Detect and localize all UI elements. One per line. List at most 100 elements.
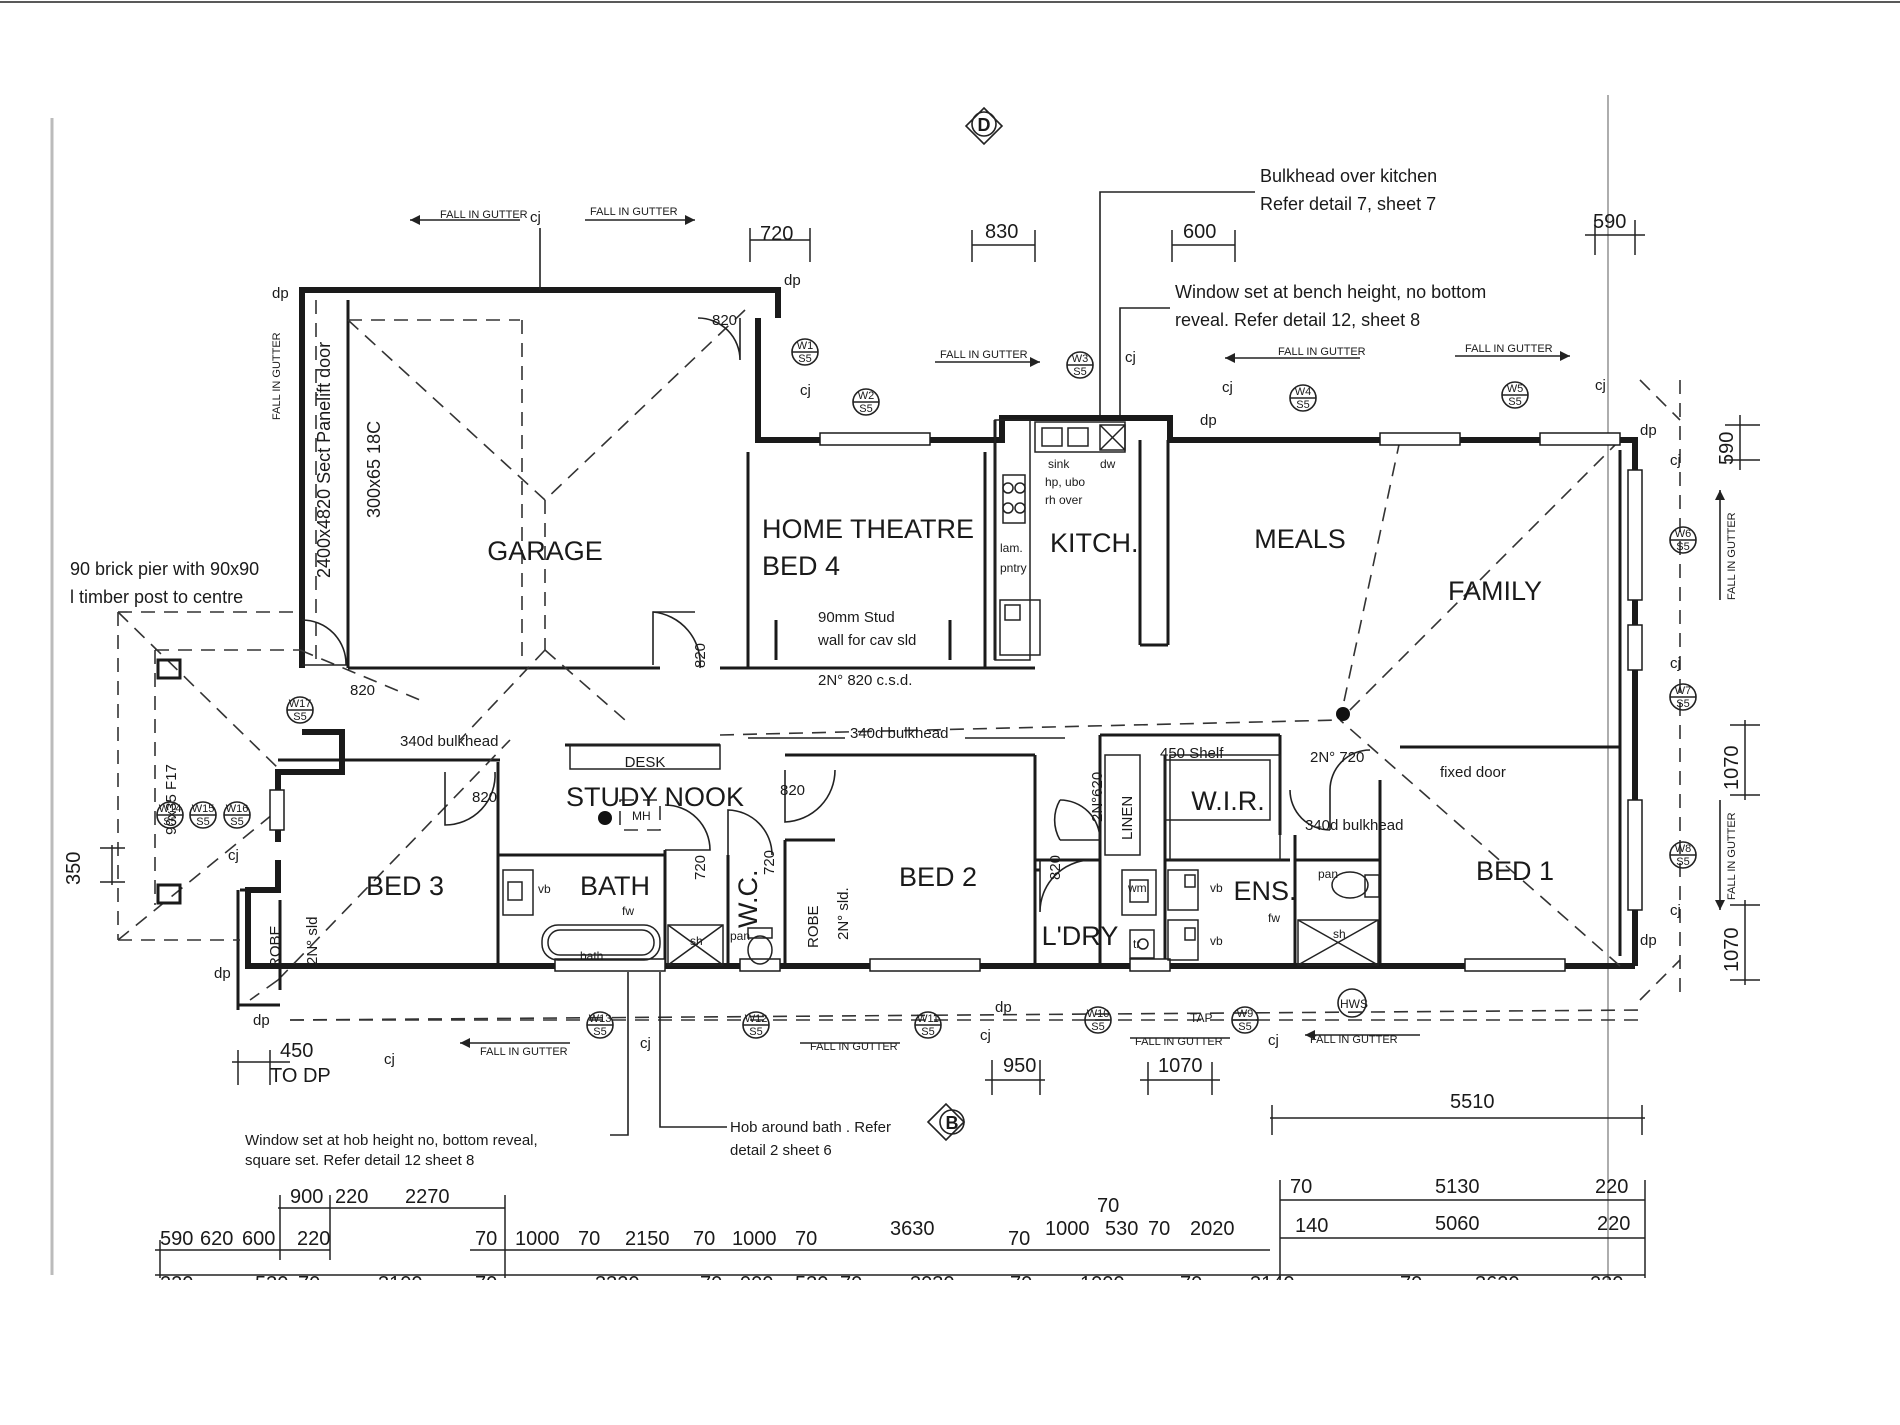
dim-row2b-9: 1000	[1045, 1218, 1090, 1240]
svg-text:W12: W12	[745, 1013, 768, 1025]
note-sld-mid: 2N° sld.	[835, 887, 852, 940]
label-desk: DESK	[625, 754, 666, 771]
svg-text:S5: S5	[230, 816, 243, 828]
dim-row2b-2: 70	[578, 1228, 600, 1250]
svg-text:cj: cj	[1670, 655, 1681, 672]
wall-windows	[269, 432, 1643, 972]
dimensions-right: 590 1070 1070	[1716, 415, 1760, 985]
dim-row2a-620: 620	[200, 1228, 233, 1250]
section-marker-d: D	[964, 106, 1004, 146]
bulkhead-marker	[1336, 707, 1350, 721]
dim-row2c-5130: 5130	[1435, 1176, 1480, 1198]
room-kitchen: KITCH.	[1050, 528, 1139, 558]
room-garage: GARAGE	[487, 536, 603, 566]
door-820-entry: 820	[350, 682, 375, 699]
note-tap: TAP	[1190, 1011, 1212, 1025]
svg-text:W15: W15	[192, 803, 215, 815]
dim-bottom-950: 950	[1003, 1055, 1036, 1077]
note-window-hob-1: Window set at hob height no, bottom reve…	[245, 1132, 538, 1149]
svg-text:B: B	[946, 1113, 959, 1133]
dimensions-top: 720 830 600 590	[749, 211, 1645, 262]
svg-text:S5: S5	[798, 353, 811, 365]
svg-text:W7: W7	[1675, 685, 1692, 697]
dim-row2b-5: 1000	[732, 1228, 777, 1250]
dim-top-590: 590	[1593, 211, 1626, 233]
svg-text:dp: dp	[253, 1012, 270, 1029]
gutter-label-7: FALL IN GUTTER	[1726, 512, 1738, 600]
note-fw-bath: fw	[622, 904, 634, 918]
room-meals: MEALS	[1254, 524, 1346, 554]
note-bulkhead-kitchen-2: Refer detail 7, sheet 7	[1260, 194, 1436, 214]
gutter-label-4: FALL IN GUTTER	[1278, 346, 1366, 358]
note-hws: HWS	[1340, 997, 1368, 1011]
gutter-label-11: FALL IN GUTTER	[1135, 1036, 1223, 1048]
svg-text:dp: dp	[784, 272, 801, 289]
dim-row2c-70: 70	[1290, 1176, 1312, 1198]
dim-row2a-220: 220	[297, 1228, 330, 1250]
svg-text:cj: cj	[1222, 379, 1233, 396]
note-sh-ens: sh	[1333, 927, 1346, 941]
label-robe-mid: ROBE	[805, 905, 822, 948]
gutter-label-5: FALL IN GUTTER	[1465, 343, 1553, 355]
bath-fixtures	[502, 869, 1380, 966]
note-stud-wall-1: 90mm Stud	[818, 609, 895, 626]
svg-text:cj: cj	[1125, 349, 1136, 366]
svg-text:dp: dp	[1640, 932, 1657, 949]
dimensions-bottom: 450 950 1070 5510 900 220 2270 590 620 6…	[0, 1040, 1900, 1425]
svg-text:W16: W16	[226, 803, 249, 815]
door-820-garage: 820	[712, 312, 737, 329]
svg-text:D: D	[978, 115, 991, 135]
dim-right-1070-b: 1070	[1721, 928, 1743, 973]
svg-text:cj: cj	[228, 847, 239, 864]
svg-text:W9: W9	[1237, 1008, 1254, 1020]
room-home-theatre: HOME THEATRE	[762, 514, 974, 544]
note-csd: 2N° 820 c.s.d.	[818, 672, 912, 689]
note-bulkhead-a: 340d bulkhead	[400, 733, 498, 750]
svg-text:cj: cj	[1595, 377, 1606, 394]
note-sh-bath: sh	[690, 934, 703, 948]
svg-text:S5: S5	[1676, 541, 1689, 553]
svg-text:S5: S5	[1073, 366, 1086, 378]
note-bulkhead-kitchen-1: Bulkhead over kitchen	[1260, 166, 1437, 186]
gutter-label-8: FALL IN GUTTER	[1726, 812, 1738, 900]
svg-text:W2: W2	[858, 390, 875, 402]
note-panelift-door: 2400x4820 Sect Panelift door	[314, 342, 334, 578]
svg-text:W13: W13	[589, 1013, 612, 1025]
dim-row1-2270: 2270	[405, 1186, 450, 1208]
svg-text:S5: S5	[1508, 396, 1521, 408]
svg-text:cj: cj	[1670, 452, 1681, 469]
dim-row2b-10: 530	[1105, 1218, 1138, 1240]
door-820-ldry: 820	[1047, 855, 1064, 880]
dim-row2c-220: 220	[1595, 1176, 1628, 1198]
dim-row2b-1: 1000	[515, 1228, 560, 1250]
note-brick-pier-1: 90 brick pier with 90x90	[70, 559, 259, 579]
svg-text:W17: W17	[289, 698, 312, 710]
dim-row2a-590: 590	[160, 1228, 193, 1250]
note-tr: tr	[1133, 937, 1140, 951]
svg-text:S5: S5	[859, 403, 872, 415]
svg-text:S5: S5	[196, 816, 209, 828]
dim-bottom-450: 450	[280, 1040, 313, 1062]
gutter-label-2: FALL IN GUTTER	[590, 206, 678, 218]
svg-text:W5: W5	[1507, 383, 1524, 395]
note-shelf: 450 Shelf	[1160, 745, 1224, 762]
post-top	[156, 658, 182, 680]
room-bed4: BED 4	[762, 551, 840, 581]
note-to-dp: TO DP	[270, 1065, 331, 1087]
svg-text:W10: W10	[1087, 1008, 1110, 1020]
note-sld-left: 2N° sld	[304, 916, 321, 965]
door-720-wc: 720	[761, 850, 778, 875]
annotations: Bulkhead over kitchen Refer detail 7, sh…	[70, 166, 1506, 1169]
dim-top-600: 600	[1183, 221, 1216, 243]
note-door-2n620: 2N°620	[1089, 772, 1106, 822]
